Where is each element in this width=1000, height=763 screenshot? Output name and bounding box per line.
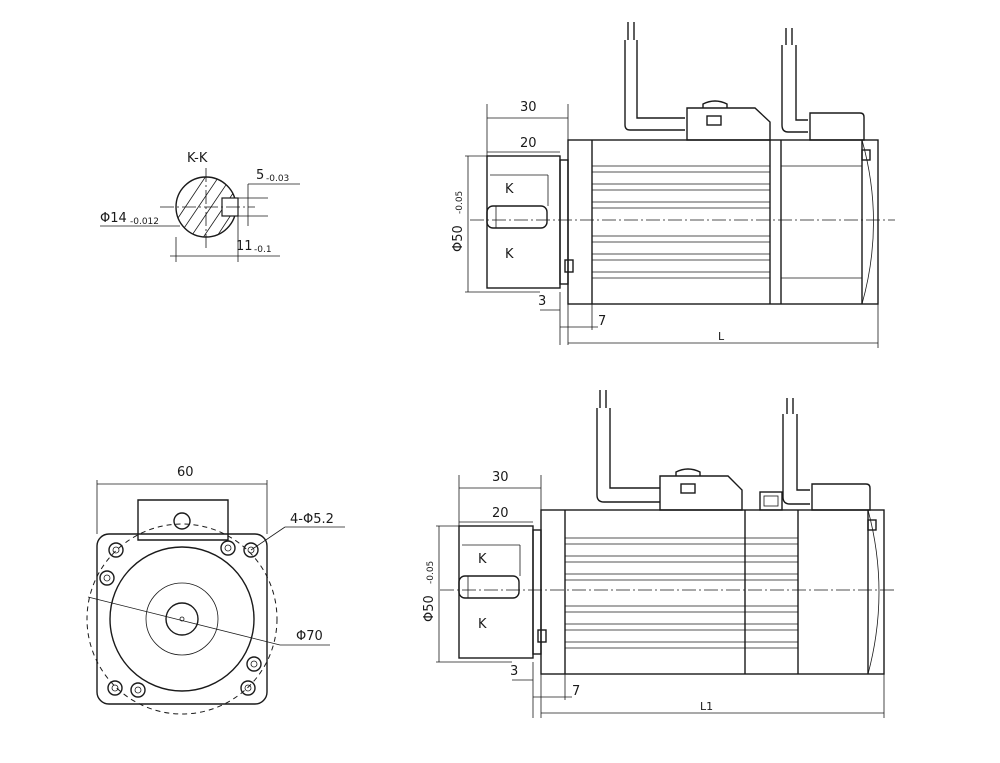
brake-flange-dia-label: Φ50	[422, 595, 437, 622]
dim-3-label: 3	[538, 294, 546, 309]
flange-dia-label: Φ50	[451, 225, 466, 252]
shaft-dia-label: Φ14	[100, 211, 127, 226]
bolt-circle	[86, 523, 278, 715]
section-mark-bottom: K	[505, 247, 514, 262]
brake-shaft	[458, 525, 534, 659]
dim-7-label: 7	[598, 314, 606, 329]
key-depth-label: 11	[236, 239, 253, 254]
brake-power-connector	[659, 475, 743, 511]
dim-20-label: 20	[520, 136, 537, 151]
brake-dim-30-label: 30	[492, 470, 509, 485]
brake-connector	[759, 491, 783, 511]
shaft-key	[486, 205, 548, 229]
dim-30-label: 30	[520, 100, 537, 115]
brake-shaft-key	[458, 575, 520, 599]
side-view-standard: 30 20 K K Φ50 -0.05 3 7 L	[451, 22, 895, 348]
brake-encoder-connector	[811, 483, 871, 511]
power-connector	[686, 107, 771, 141]
front-shaft	[165, 602, 199, 636]
shaft-dia-tol: -0.012	[130, 217, 159, 227]
section-mark-top: K	[505, 182, 514, 197]
holes-label: 4-Φ5.2	[290, 512, 334, 527]
brake-motor-body	[540, 509, 885, 675]
motor-body	[567, 139, 879, 305]
encoder-connector	[809, 112, 865, 141]
bolt-circle-label: Φ70	[296, 629, 323, 644]
brake-dim-3-label: 3	[510, 664, 518, 679]
flange-square	[96, 533, 268, 705]
front-width-label: 60	[177, 465, 194, 480]
key-width-label: 5	[256, 168, 264, 183]
brake-dim-7-label: 7	[572, 684, 580, 699]
section-view-kk: K-K 5 -0.03 Φ14 -0.012 11 -0.1	[100, 151, 300, 262]
shaft	[486, 155, 561, 289]
side-view-brake: 30 20 K K Φ50 -0.05 3 7 L1	[422, 390, 895, 718]
brake-section-mark-bottom: K	[478, 617, 487, 632]
flange-dia-tol: -0.05	[455, 191, 465, 214]
key-width-tol: -0.03	[266, 174, 289, 184]
brake-flange-dia-tol: -0.05	[426, 561, 436, 584]
length-label: L	[718, 330, 725, 343]
front-connector-block	[137, 499, 229, 541]
section-title: K-K	[187, 151, 208, 166]
front-view-flange: 60 4-Φ5.2 Φ70	[86, 465, 345, 715]
brake-section-mark-top: K	[478, 552, 487, 567]
brake-length-label: L1	[700, 700, 713, 713]
key-depth-tol: -0.1	[254, 245, 272, 255]
brake-dim-20-label: 20	[492, 506, 509, 521]
